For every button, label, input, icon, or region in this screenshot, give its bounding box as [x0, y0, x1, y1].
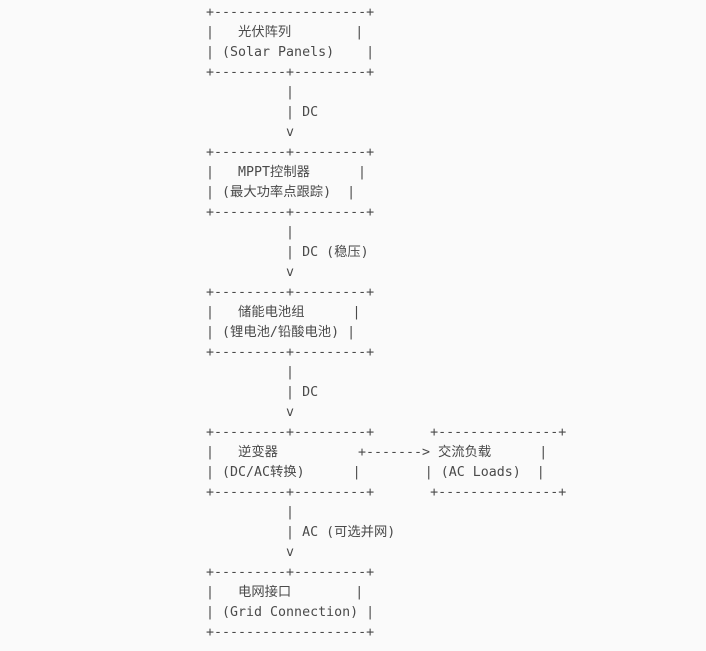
ascii-flowchart-diagram: +-------------------+ | 光伏阵列 | | (Solar …: [206, 5, 567, 640]
page-canvas: +-------------------+ | 光伏阵列 | | (Solar …: [206, 5, 567, 640]
